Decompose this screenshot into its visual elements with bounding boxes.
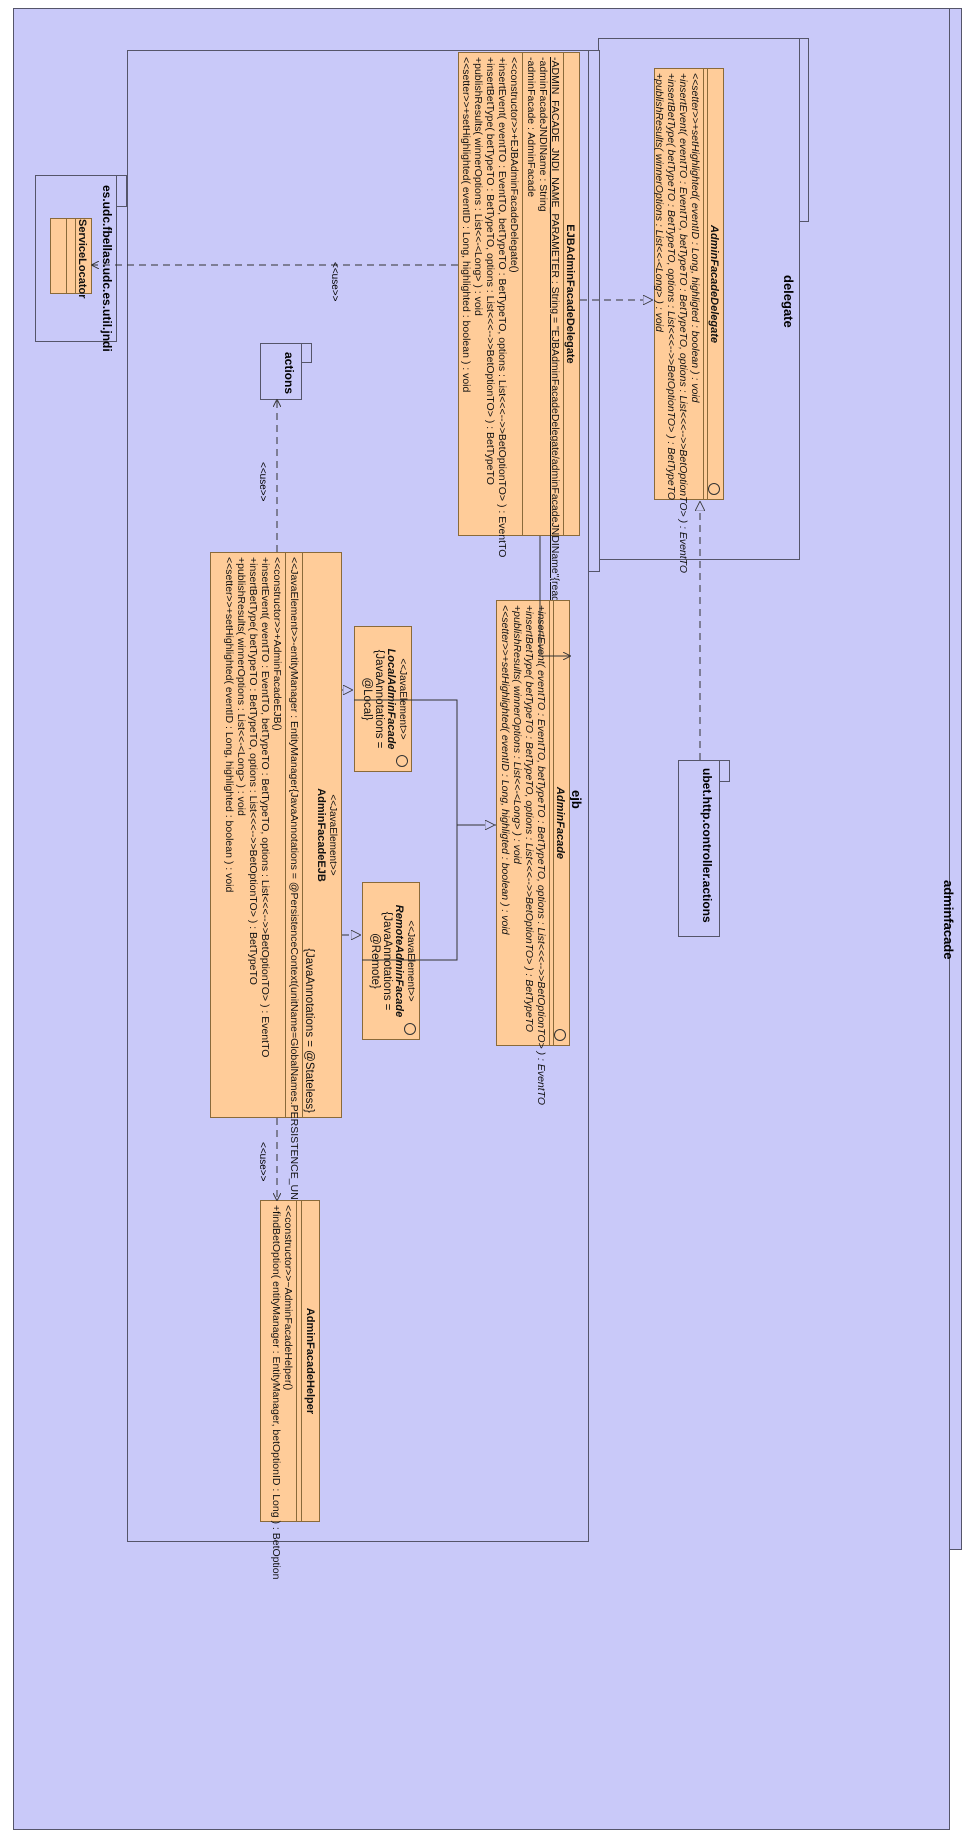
use-label: <<use>> <box>257 1142 268 1182</box>
generalization-line <box>362 825 458 961</box>
association-line <box>539 536 570 656</box>
use-label: <<use>> <box>329 262 340 302</box>
use-label: <<use>> <box>257 462 268 502</box>
generalization-line <box>354 699 496 826</box>
